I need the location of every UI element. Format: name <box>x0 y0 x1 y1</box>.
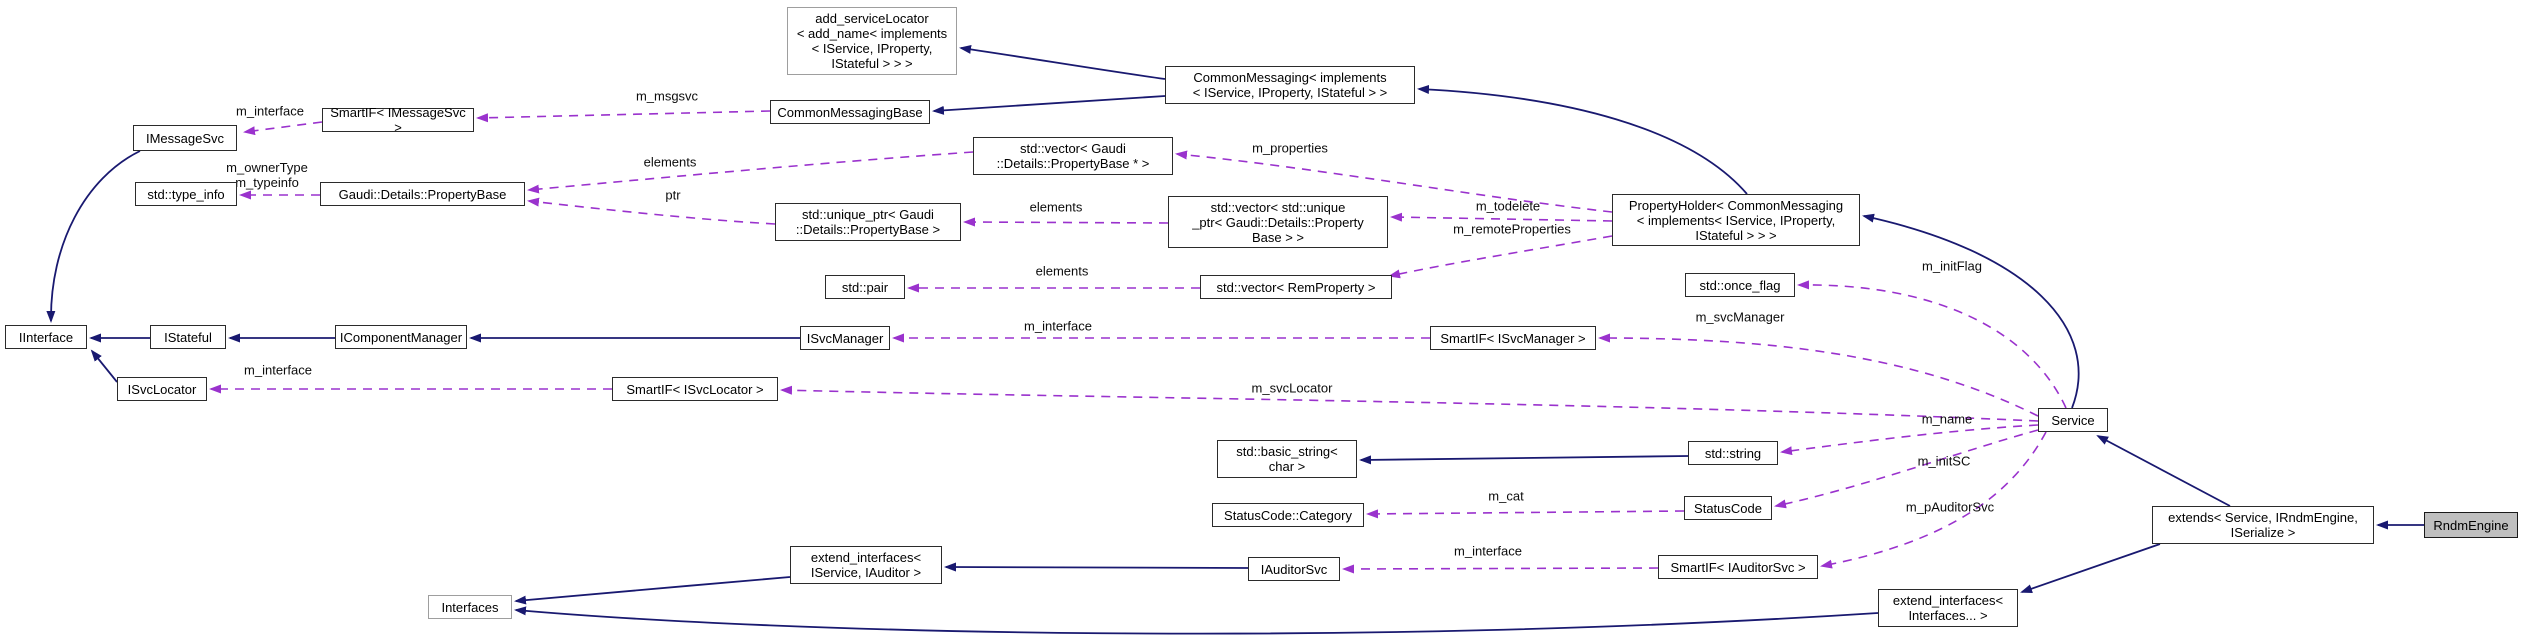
edge-service-to-std-string <box>1780 424 2039 456</box>
edge-service-to-smartif-isvclocator <box>780 385 2039 422</box>
edge-service-to-property-holder <box>1862 213 2080 409</box>
edge-property-holder-to-std-vector-unique-ptr <box>1390 212 1613 222</box>
edge-common-messaging-to-add-service-locator <box>959 44 1166 80</box>
edge-std-vector-propertybase-ptr-to-gaudi-details-propertybase <box>527 151 974 194</box>
node-isvclocator[interactable]: ISvcLocator <box>117 377 207 401</box>
node-extends-service[interactable]: extends< Service, IRndmEngine, ISerializ… <box>2152 506 2374 544</box>
node-smartif-isvcmanager[interactable]: SmartIF< ISvcManager > <box>1430 326 1596 350</box>
edge-property-holder-to-common-messaging <box>1417 84 1748 195</box>
edge-std-vector-unique-ptr-to-std-unique-ptr-propertybase <box>963 217 1169 227</box>
edge-property-holder-to-std-vector-remproperty <box>1388 235 1613 279</box>
node-std-pair[interactable]: std::pair <box>825 275 905 299</box>
node-common-messaging-base[interactable]: CommonMessagingBase <box>770 100 930 124</box>
node-interfaces: Interfaces <box>428 595 512 619</box>
node-smartif-iauditorsvc[interactable]: SmartIF< IAuditorSvc > <box>1658 555 1818 579</box>
node-statuscode[interactable]: StatusCode <box>1684 496 1772 520</box>
edge-service-to-statuscode <box>1774 429 2039 509</box>
node-rndmengine: RndmEngine <box>2424 512 2518 538</box>
node-smartif-imessagesvc[interactable]: SmartIF< IMessageSvc > <box>322 105 474 135</box>
edge-extend-interfaces-iservice-iauditor-to-interfaces <box>514 576 791 605</box>
node-iinterface[interactable]: IInterface <box>5 325 87 349</box>
edge-smartif-imessagesvc-to-imessagesvc <box>243 121 323 136</box>
node-gaudi-details-propertybase[interactable]: Gaudi::Details::PropertyBase <box>320 182 525 206</box>
edge-common-messaging-base-to-smartif-imessagesvc <box>476 110 771 123</box>
edge-service-to-smartif-iauditorsvc <box>1820 431 2047 569</box>
edge-extends-service-to-extend-interfaces-variadic <box>2020 543 2161 593</box>
node-std-vector-propertybase-ptr[interactable]: std::vector< Gaudi ::Details::PropertyBa… <box>973 137 1173 175</box>
node-icomponentmanager[interactable]: IComponentManager <box>335 325 467 349</box>
node-isvcmanager[interactable]: ISvcManager <box>800 326 890 350</box>
edge-smartif-iauditorsvc-to-iauditorsvc <box>1342 564 1659 574</box>
node-std-vector-remproperty[interactable]: std::vector< RemProperty > <box>1200 275 1392 299</box>
node-service[interactable]: Service <box>2038 408 2108 432</box>
edge-std-unique-ptr-propertybase-to-gaudi-details-propertybase <box>527 197 776 225</box>
node-std-basic-string[interactable]: std::basic_string< char > <box>1217 440 1357 478</box>
node-common-messaging[interactable]: CommonMessaging< implements < IService, … <box>1165 66 1415 104</box>
edge-common-messaging-to-common-messaging-base <box>932 95 1166 115</box>
node-std-string[interactable]: std::string <box>1688 441 1778 465</box>
node-extend-interfaces-variadic[interactable]: extend_interfaces< Interfaces... > <box>1878 589 2018 627</box>
node-extend-interfaces-iservice-iauditor[interactable]: extend_interfaces< IService, IAuditor > <box>790 546 942 584</box>
edge-service-to-smartif-isvcmanager <box>1598 333 2039 417</box>
node-std-vector-unique-ptr[interactable]: std::vector< std::unique _ptr< Gaudi::De… <box>1168 196 1388 248</box>
edge-std-string-to-std-basic-string <box>1359 455 1689 465</box>
edge-extends-service-to-service <box>2096 435 2231 507</box>
node-statuscode-category[interactable]: StatusCode::Category <box>1212 503 1364 527</box>
node-std-once-flag[interactable]: std::once_flag <box>1685 273 1795 297</box>
node-std-type-info[interactable]: std::type_info <box>135 182 237 206</box>
node-property-holder[interactable]: PropertyHolder< CommonMessaging < implem… <box>1612 194 1860 246</box>
node-imessagesvc[interactable]: IMessageSvc <box>133 125 237 151</box>
edge-extend-interfaces-variadic-to-interfaces <box>514 606 1879 635</box>
edge-statuscode-to-statuscode-category <box>1366 509 1685 519</box>
node-istateful[interactable]: IStateful <box>150 325 226 349</box>
node-add-service-locator: add_serviceLocator < add_name< implement… <box>787 7 957 75</box>
edge-isvclocator-to-iinterface <box>90 349 118 383</box>
node-smartif-isvclocator[interactable]: SmartIF< ISvcLocator > <box>612 377 778 401</box>
node-iauditorsvc[interactable]: IAuditorSvc <box>1248 557 1340 581</box>
edge-iauditorsvc-to-extend-interfaces-iservice-iauditor <box>944 562 1249 572</box>
node-std-unique-ptr-propertybase[interactable]: std::unique_ptr< Gaudi ::Details::Proper… <box>775 203 961 241</box>
edge-service-to-std-once-flag <box>1797 280 2067 409</box>
edge-imessagesvc-to-iinterface <box>46 150 141 323</box>
